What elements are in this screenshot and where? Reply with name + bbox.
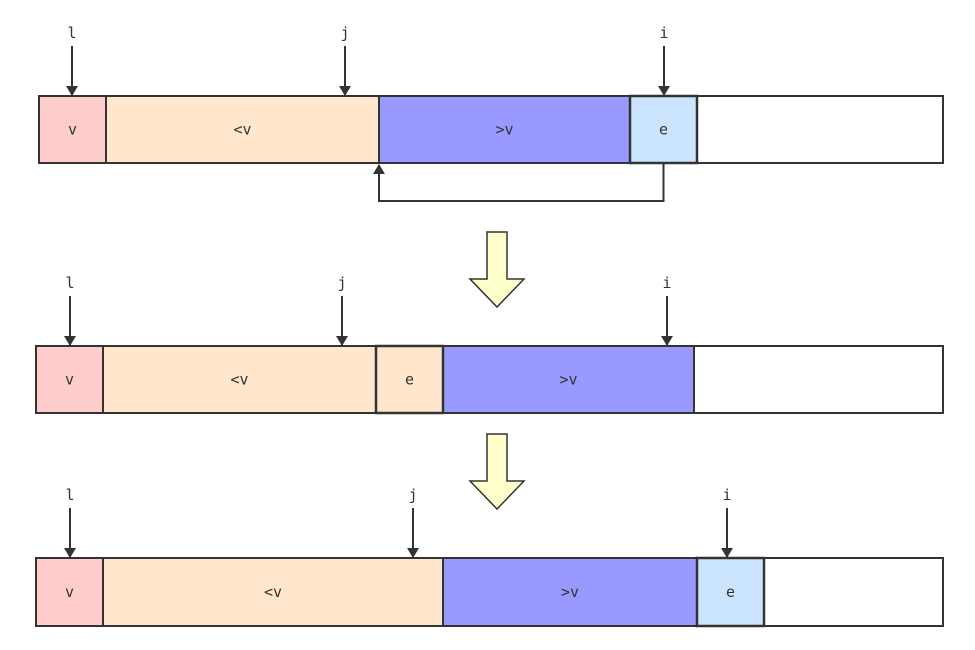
segment-greater-than-pivot: >v: [378, 95, 631, 164]
pointer-label: l: [65, 274, 74, 292]
segment-empty: [763, 557, 944, 627]
segment-box: [763, 557, 944, 627]
segment-empty: [693, 345, 944, 414]
pointer-label: j: [408, 486, 417, 504]
segment-pivot: v: [35, 557, 104, 627]
array-row-2: v <v >v e l j i: [35, 274, 944, 415]
pointer-i: i: [721, 486, 733, 558]
segment-label: <v: [230, 371, 248, 389]
array-row-3: v <v >v e l j i: [35, 486, 944, 628]
segment-box: [374, 344, 445, 415]
segment-box: [695, 556, 766, 628]
segment-element: e: [374, 344, 445, 415]
down-arrow-icon: [468, 231, 526, 309]
segment-label: <v: [264, 583, 282, 601]
segment-box: [628, 94, 699, 165]
segment-less-than-pivot: <v: [102, 345, 377, 414]
pointer-label: l: [65, 486, 74, 504]
swap-arrow-icon: [373, 163, 665, 202]
pointer-i: i: [661, 274, 673, 346]
segment-box: [696, 95, 944, 164]
pointer-label: i: [722, 486, 731, 504]
segment-box: [105, 95, 380, 164]
pointer-j: j: [339, 24, 351, 96]
segment-pivot: v: [35, 345, 104, 414]
segment-box: [442, 345, 695, 414]
segment-greater-than-pivot: >v: [442, 557, 698, 627]
pointer-l: l: [66, 24, 78, 96]
pointer-l: l: [64, 274, 76, 346]
segment-label: <v: [233, 121, 251, 139]
segment-label: >v: [561, 583, 579, 601]
segment-box: [378, 95, 631, 164]
segment-greater-than-pivot: >v: [442, 345, 695, 414]
segment-less-than-pivot: <v: [102, 557, 444, 627]
segment-box: [102, 345, 377, 414]
pointer-j: j: [336, 274, 348, 346]
pointer-l: l: [64, 486, 76, 558]
pointer-label: j: [340, 24, 349, 42]
segment-label: >v: [559, 371, 577, 389]
segment-pivot: v: [38, 95, 107, 164]
segment-box: [693, 345, 944, 414]
segment-box: [102, 557, 444, 627]
pointer-i: i: [658, 24, 670, 96]
segment-label: v: [68, 121, 77, 139]
pointer-j: j: [407, 486, 419, 558]
segment-label: e: [659, 121, 668, 139]
pointer-label: i: [659, 24, 668, 42]
segment-box: [35, 345, 104, 414]
pointer-label: j: [337, 274, 346, 292]
pointer-label: i: [662, 274, 671, 292]
segment-empty: [696, 95, 944, 164]
segment-less-than-pivot: <v: [105, 95, 380, 164]
segment-label: e: [726, 583, 735, 601]
segment-box: [38, 95, 107, 164]
segment-label: v: [65, 583, 74, 601]
segment-label: >v: [495, 121, 513, 139]
down-arrow-icon: [468, 433, 526, 511]
segment-label: v: [65, 371, 74, 389]
array-row-1: v <v >v e l j i: [38, 24, 944, 165]
segment-box: [442, 557, 698, 627]
segment-label: e: [405, 371, 414, 389]
segment-element: e: [695, 556, 766, 628]
pointer-label: l: [67, 24, 76, 42]
segment-element: e: [628, 94, 699, 165]
